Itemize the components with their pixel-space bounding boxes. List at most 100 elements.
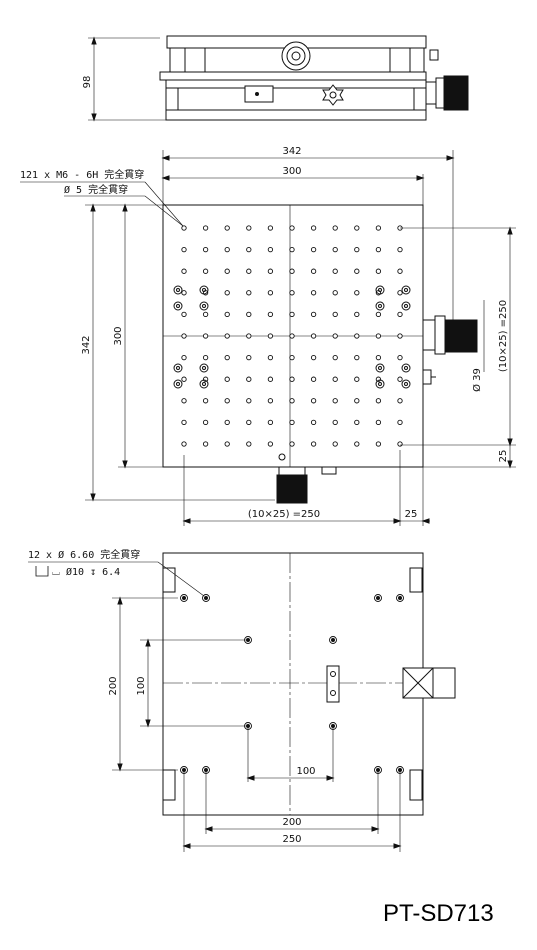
grid-hole	[397, 333, 403, 339]
grid-hole	[332, 290, 338, 296]
grid-hole	[202, 354, 209, 361]
grid-hole	[332, 333, 338, 339]
grid-hole	[354, 225, 360, 231]
grid-hole	[267, 419, 274, 426]
bottom-hole-center	[182, 596, 186, 600]
grid-hole	[397, 419, 403, 426]
grid-hole	[354, 290, 360, 296]
grid-hole	[397, 268, 403, 274]
grid-hole	[181, 268, 187, 274]
grid-hole	[375, 311, 382, 318]
dim-table-width: 300	[282, 166, 301, 177]
dim-overall-width: 342	[282, 146, 301, 157]
grid-hole	[224, 268, 230, 274]
grid-hole	[246, 354, 252, 361]
grid-hole	[310, 419, 317, 426]
grid-hole	[375, 354, 382, 361]
grid-hole	[397, 246, 403, 253]
grid-hole	[375, 441, 382, 447]
dim-knob-diameter: Ø 39	[471, 368, 483, 392]
dim-bottom-vert-inner: 100	[136, 676, 147, 695]
dim-bottom-vert-outer: 200	[108, 676, 119, 695]
grid-hole	[267, 376, 274, 382]
grid-hole	[289, 398, 295, 404]
grid-hole	[267, 246, 274, 253]
bottom-hole-note-1: 12 x Ø 6.60 完全貫穿	[28, 548, 140, 561]
dim-bottom-horiz-mid: 200	[282, 817, 301, 828]
grid-hole	[375, 333, 382, 339]
bottom-hole-center	[376, 596, 380, 600]
grid-hole	[310, 354, 317, 361]
bottom-hole-center	[331, 638, 335, 642]
grid-hole	[289, 419, 295, 426]
grid-hole	[332, 354, 338, 361]
grid-hole	[202, 333, 209, 339]
grid-hole	[224, 333, 230, 339]
grid-hole	[224, 311, 230, 318]
grid-hole	[397, 354, 403, 361]
grid-hole	[289, 354, 295, 361]
grid-hole	[354, 419, 360, 426]
grid-hole	[310, 311, 317, 318]
bottom-view	[28, 552, 456, 852]
grid-hole	[181, 290, 187, 296]
grid-hole	[354, 311, 360, 318]
grid-hole	[224, 354, 230, 361]
grid-hole	[202, 268, 209, 274]
top-hole-note-2: Ø 5 完全貫穿	[64, 183, 128, 196]
grid-hole	[289, 441, 295, 447]
grid-hole	[354, 268, 360, 274]
grid-hole	[267, 441, 274, 447]
grid-hole	[224, 398, 230, 404]
grid-hole	[354, 333, 360, 339]
grid-hole	[181, 246, 187, 253]
grid-hole	[246, 225, 252, 231]
grid-hole	[289, 246, 295, 253]
grid-hole	[224, 225, 230, 231]
grid-hole	[310, 333, 317, 339]
grid-hole	[246, 311, 252, 318]
model-label: PT-SD713	[383, 900, 494, 927]
top-hole-note-1: 121 x M6 - 6H 完全貫穿	[20, 168, 144, 181]
grid-hole	[202, 246, 209, 253]
grid-hole	[332, 268, 338, 274]
dim-overall-height: 342	[81, 335, 92, 354]
dim-bottom-horiz-inner: 100	[296, 766, 315, 777]
bottom-hole-note-2: ⌴ Ø10 ↧ 6.4	[52, 566, 120, 578]
grid-hole	[332, 398, 338, 404]
grid-hole	[310, 398, 317, 404]
grid-hole	[267, 311, 274, 318]
hole-grid	[181, 225, 403, 447]
grid-hole	[332, 311, 338, 318]
grid-hole	[354, 441, 360, 447]
grid-hole	[289, 290, 295, 296]
grid-hole	[224, 246, 230, 253]
grid-hole	[332, 376, 338, 382]
grid-hole	[246, 441, 252, 447]
grid-hole	[397, 311, 403, 318]
dim-hole-pitch-x: (10×25) =250	[248, 509, 320, 520]
grid-hole	[354, 354, 360, 361]
grid-hole	[289, 225, 295, 231]
top-view	[20, 150, 516, 526]
grid-hole	[354, 398, 360, 404]
grid-hole	[310, 441, 317, 447]
grid-hole	[375, 268, 382, 274]
grid-hole	[181, 376, 187, 382]
grid-hole	[332, 246, 338, 253]
dim-bottom-horiz-outer: 250	[282, 834, 301, 845]
grid-hole	[310, 246, 317, 253]
grid-hole	[267, 354, 274, 361]
grid-hole	[397, 290, 403, 296]
grid-hole	[397, 376, 403, 382]
dim-table-height: 300	[113, 326, 124, 345]
grid-hole	[375, 246, 382, 253]
mount-screws	[173, 285, 411, 461]
grid-hole	[354, 376, 360, 382]
side-height-dim: 98	[82, 76, 93, 89]
grid-hole	[181, 333, 187, 339]
grid-hole	[224, 376, 230, 382]
grid-hole	[267, 290, 274, 296]
grid-hole	[202, 419, 209, 426]
dim-hole-pitch-y: (10×25) =250	[498, 300, 509, 372]
